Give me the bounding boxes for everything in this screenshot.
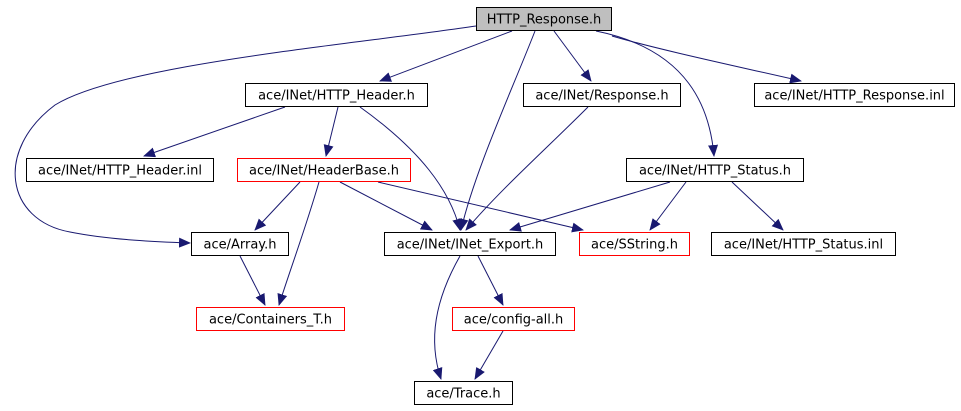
node-box[interactable] [523, 83, 681, 107]
edge-http_header_h-to-headerbase_h [323, 106, 339, 157]
node-label: ace/INet/HTTP_Status.inl [724, 238, 883, 253]
node-headerbase_h[interactable]: ace/INet/HeaderBase.h [237, 158, 411, 182]
edge-inet_export_h-to-config_all_h [477, 255, 504, 306]
node-box[interactable] [196, 307, 345, 331]
edge-headerbase_h-to-inet_export_h [339, 181, 433, 231]
edge-http_response_h-to-http_header_h [379, 30, 513, 82]
edge-http_status_h-to-sstring_h [649, 181, 687, 231]
node-label: ace/Array.h [203, 238, 276, 253]
node-box[interactable] [626, 158, 804, 182]
node-label: HTTP_Response.h [487, 13, 602, 28]
edge-http_status_h-to-inet_export_h [509, 181, 671, 232]
node-label: ace/config-all.h [464, 313, 564, 328]
edge-http_header_h-to-http_header_inl [143, 106, 286, 158]
node-box[interactable] [245, 83, 428, 107]
edge-http_header_h-to-inet_export_h [359, 106, 463, 231]
node-label: ace/SString.h [591, 238, 678, 253]
node-label: ace/Containers_T.h [209, 313, 332, 328]
node-containers_t_h[interactable]: ace/Containers_T.h [196, 307, 345, 331]
node-http_status_inl[interactable]: ace/INet/HTTP_Status.inl [711, 232, 896, 256]
edge-config_all_h-to-trace_h [474, 330, 504, 380]
edge-inet_export_h-to-trace_h [432, 255, 461, 380]
node-box[interactable] [384, 232, 556, 256]
edge-headerbase_h-to-sstring_h [377, 181, 584, 233]
edge-http_response_h-to-response_h [553, 30, 592, 82]
node-http_status_h[interactable]: ace/INet/HTTP_Status.h [626, 158, 804, 182]
node-http_response_h[interactable]: HTTP_Response.h [476, 7, 612, 31]
node-box[interactable] [579, 232, 690, 256]
node-sstring_h[interactable]: ace/SString.h [579, 232, 690, 256]
node-trace_h[interactable]: ace/Trace.h [414, 381, 513, 405]
node-label: ace/INet/HeaderBase.h [249, 164, 399, 179]
edge-response_h-to-inet_export_h [465, 106, 589, 231]
node-box[interactable] [414, 381, 513, 405]
node-array_h[interactable]: ace/Array.h [191, 232, 289, 256]
node-box[interactable] [476, 7, 612, 31]
node-http_response_inl[interactable]: ace/INet/HTTP_Response.inl [754, 83, 955, 107]
node-label: ace/INet/INet_Export.h [397, 238, 544, 253]
node-box[interactable] [237, 158, 411, 182]
node-label: ace/INet/Response.h [535, 89, 668, 104]
node-label: ace/Trace.h [426, 387, 500, 402]
node-box[interactable] [191, 232, 289, 256]
node-http_header_inl[interactable]: ace/INet/HTTP_Header.inl [26, 158, 214, 182]
node-box[interactable] [711, 232, 896, 256]
edge-headerbase_h-to-containers_t_h [277, 181, 320, 306]
node-response_h[interactable]: ace/INet/Response.h [523, 83, 681, 107]
node-inet_export_h[interactable]: ace/INet/INet_Export.h [384, 232, 556, 256]
edge-http_response_h-to-inet_export_h [458, 30, 536, 231]
node-box[interactable] [452, 307, 575, 331]
edge-http_response_h-to-array_h [14, 25, 477, 248]
node-config_all_h[interactable]: ace/config-all.h [452, 307, 575, 331]
node-label: ace/INet/HTTP_Header.h [258, 89, 415, 104]
node-label: ace/INet/HTTP_Header.inl [38, 164, 202, 179]
node-box[interactable] [26, 158, 214, 182]
node-box[interactable] [754, 83, 955, 107]
edge-http_response_h-to-http_response_inl [611, 35, 802, 84]
node-label: ace/INet/HTTP_Status.h [639, 164, 791, 179]
edge-headerbase_h-to-array_h [254, 181, 301, 231]
node-http_header_h[interactable]: ace/INet/HTTP_Header.h [245, 83, 428, 107]
edge-array_h-to-containers_t_h [239, 255, 266, 306]
node-label: ace/INet/HTTP_Response.inl [764, 89, 944, 104]
edge-http_response_h-to-http_status_h [595, 30, 719, 157]
edge-http_status_h-to-http_status_inl [731, 181, 784, 231]
graph-edges [14, 25, 802, 380]
